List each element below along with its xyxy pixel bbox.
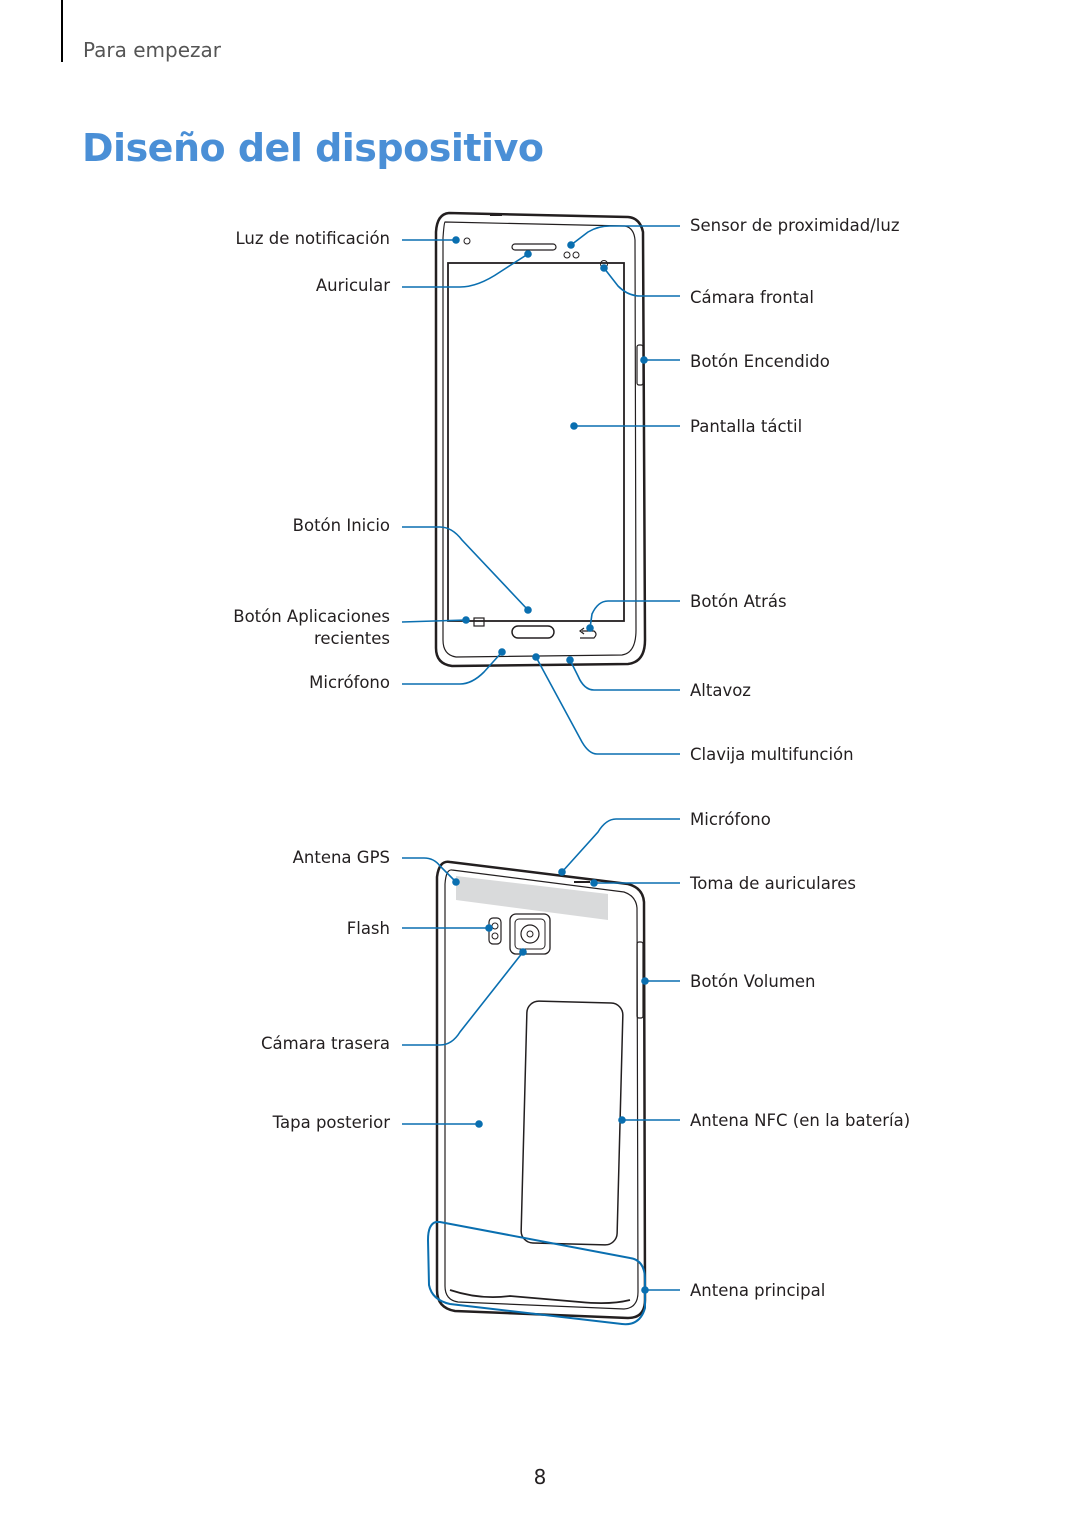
nfc-antenna-outline [520, 1000, 624, 1246]
label-headset-jack: Toma de auriculares [690, 874, 856, 893]
label-front-microphone: Micrófono [309, 673, 390, 692]
back-device [435, 860, 647, 1320]
home-button-shape [511, 625, 555, 639]
rear-camera-lens [520, 924, 540, 944]
sensor-left [563, 251, 571, 259]
section-header: Para empezar [83, 38, 222, 62]
label-rear-camera: Cámara trasera [261, 1034, 390, 1053]
label-earpiece: Auricular [315, 276, 390, 295]
sensor-right [572, 251, 580, 259]
notification-light [463, 237, 471, 245]
label-proximity-sensor: Sensor de proximidad/luz [690, 216, 900, 235]
label-touchscreen: Pantalla táctil [690, 417, 803, 436]
page-number: 8 [533, 1465, 547, 1489]
back-bottom-edge [449, 1289, 631, 1305]
flash-led-2 [491, 932, 499, 940]
label-recent-apps-line2: recientes [313, 629, 390, 648]
camera-module-inner [514, 918, 546, 950]
label-back-cover: Tapa posterior [272, 1113, 390, 1132]
back-inner-frame [444, 869, 639, 1310]
back-body [435, 860, 647, 1320]
main-antenna-loop [426, 1221, 646, 1326]
label-back-button: Botón Atrás [690, 592, 787, 611]
label-home-button: Botón Inicio [292, 516, 390, 535]
front-screen [447, 262, 625, 622]
label-back-microphone: Micrófono [690, 810, 771, 829]
label-flash: Flash [346, 919, 390, 938]
earpiece-grille [511, 243, 557, 251]
label-notification-light: Luz de notificación [235, 229, 390, 248]
rear-camera-center [526, 930, 534, 938]
front-inner-frame [442, 221, 637, 658]
front-callouts [401, 225, 680, 755]
label-front-camera: Cámara frontal [690, 288, 814, 307]
label-gps-antenna: Antena GPS [292, 848, 390, 867]
camera-module-outer [509, 913, 551, 955]
front-body [434, 211, 647, 668]
page-title: Diseño del dispositivo [82, 126, 544, 170]
label-nfc-antenna: Antena NFC (en la batería) [690, 1111, 911, 1130]
margin-rule [61, 0, 63, 62]
label-recent-apps-line1: Botón Aplicaciones [233, 607, 390, 626]
back-arrow-icon [579, 627, 597, 639]
front-callout-dots [452, 236, 648, 664]
label-power-button: Botón Encendido [690, 352, 830, 371]
label-speaker: Altavoz [690, 681, 751, 700]
power-button-shape [636, 344, 644, 386]
back-callout-dots [452, 868, 649, 1294]
label-main-antenna: Antena principal [690, 1281, 826, 1300]
front-device [434, 211, 647, 668]
recent-apps-icon [473, 617, 485, 627]
flash-led-1 [491, 922, 499, 930]
back-callouts [402, 818, 680, 1291]
gps-antenna-area [456, 876, 608, 920]
label-volume-button: Botón Volumen [690, 972, 816, 991]
label-multipurpose-jack: Clavija multifunción [690, 745, 854, 764]
